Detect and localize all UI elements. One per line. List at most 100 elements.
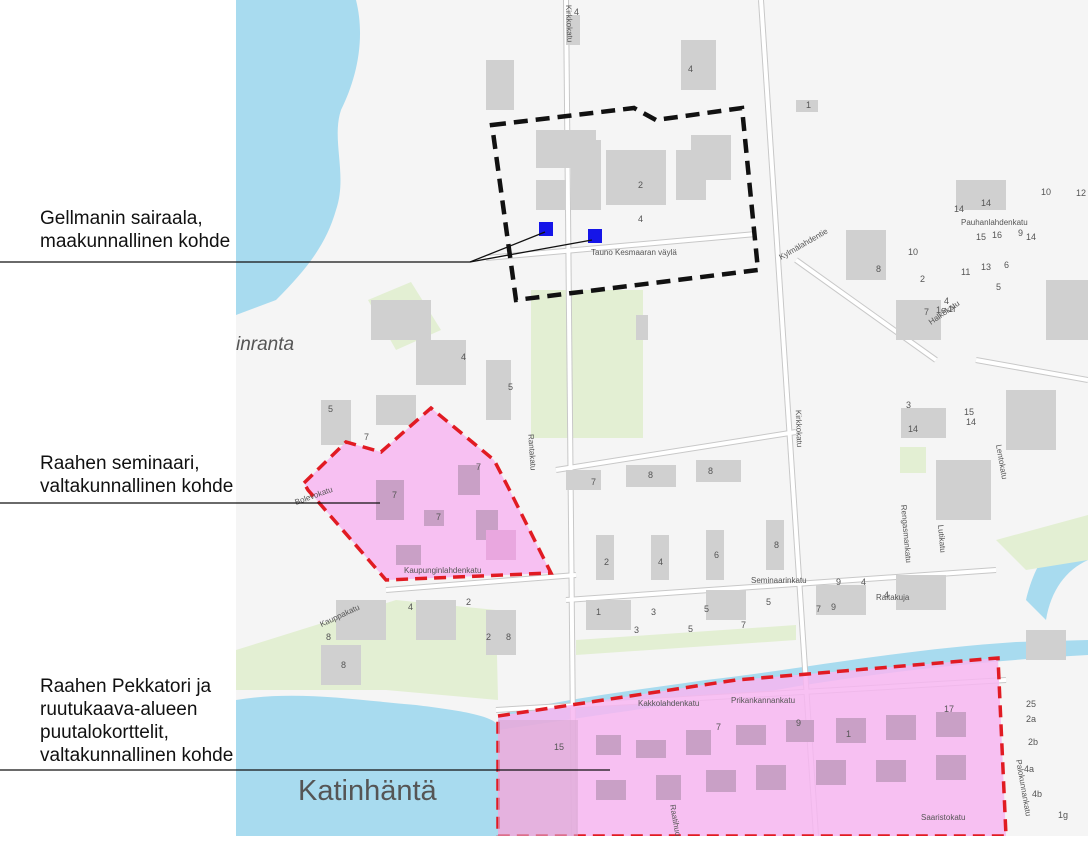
house-number: 7: [591, 477, 596, 487]
buildings-seminaari: [376, 465, 516, 565]
heritage-area-gellman[interactable]: [489, 105, 761, 303]
park-east: [996, 515, 1088, 570]
house-number: 1: [596, 607, 601, 617]
callout-line: maakunnallinen kohde: [40, 231, 231, 252]
house-number: 14: [908, 424, 918, 434]
house-number: 6: [1004, 260, 1009, 270]
house-number: 4a: [1024, 764, 1034, 774]
house-number: 9: [836, 577, 841, 587]
map-canvas: inranta Katinhäntä Tauno Kesmaaran väylä…: [236, 0, 1088, 841]
callout-seminaari: Raahen seminaari, valtakunnallinen kohde: [40, 452, 233, 498]
sea-katinhanta: [236, 695, 498, 836]
house-number: 3: [651, 607, 656, 617]
street-kaupunginlahdenkatu: Kaupunginlahdenkatu: [404, 566, 481, 575]
house-number: 17: [944, 704, 954, 714]
house-number: 4: [884, 590, 889, 600]
house-number: 1: [846, 729, 851, 739]
house-number: 5: [328, 404, 333, 414]
house-number: 14: [1026, 232, 1036, 242]
callout-line: ruutukaava-alueen: [40, 699, 198, 720]
house-number: 8: [506, 632, 511, 642]
house-number: 15: [976, 232, 986, 242]
callout-line: valtakunnallinen kohde: [40, 745, 234, 766]
house-number: 10: [1041, 187, 1051, 197]
street-rantakatu: Rantakatu: [526, 434, 538, 471]
house-number: 8: [708, 466, 713, 476]
house-number: 14: [981, 198, 991, 208]
house-number: 7: [436, 512, 441, 522]
house-number: 4: [574, 7, 579, 17]
house-number: 1g: [1058, 810, 1068, 820]
house-number: 15: [964, 407, 974, 417]
house-number: 8: [341, 660, 346, 670]
street-tauno: Tauno Kesmaaran väylä: [591, 248, 677, 257]
map-view[interactable]: inranta Katinhäntä Tauno Kesmaaran väylä…: [236, 0, 1088, 841]
house-number: 4: [408, 602, 413, 612]
street-raitakuja: Raitakuja: [876, 593, 910, 602]
house-number: 2: [638, 180, 643, 190]
house-number: 4: [944, 296, 949, 306]
buildings-pekkatori: [596, 712, 966, 800]
house-number: 1: [806, 100, 811, 110]
callout-line: puutalokorttelit,: [40, 722, 169, 743]
callout-line: Gellmanin sairaala,: [40, 208, 203, 229]
house-number: 2: [486, 632, 491, 642]
street-kakkolahdenkatu: Kakkolahdenkatu: [638, 699, 699, 708]
legend-panel: Gellmanin sairaala, maakunnallinen kohde…: [0, 0, 236, 836]
house-number: 2: [920, 274, 925, 284]
house-number: 9: [796, 718, 801, 728]
house-number: 11: [961, 267, 970, 277]
pekkatori-square: [498, 720, 578, 836]
street-saaristokatu: Saaristokatu: [921, 813, 965, 822]
house-number: 7: [924, 307, 929, 317]
house-number: 1e: [936, 305, 946, 315]
house-number: 8: [774, 540, 779, 550]
house-number: 2b: [1028, 737, 1038, 747]
house-number: 14: [954, 204, 964, 214]
house-number: 10: [908, 247, 918, 257]
house-number: 9: [1018, 228, 1023, 238]
street-seminaarinkatu: Seminaarinkatu: [751, 576, 807, 585]
house-number: 4: [638, 214, 643, 224]
street-kirkkokatu-north: Kirkkokatu: [564, 5, 574, 43]
house-number: 16: [992, 230, 1002, 240]
street-lutikatu: Lutikatu: [936, 524, 947, 553]
sports-field: [531, 290, 643, 438]
street-pauhanlahdenkatu: Pauhanlahdenkatu: [961, 218, 1028, 227]
house-number: 1f: [948, 304, 956, 314]
buildings-hospital: [536, 130, 731, 210]
area-label-inranta: inranta: [236, 334, 294, 355]
house-number: 8: [326, 632, 331, 642]
house-number: 3: [634, 625, 639, 635]
canal-park: [576, 625, 796, 655]
marker-gellman-2[interactable]: [588, 229, 602, 243]
house-number: 14: [966, 417, 976, 427]
house-number: 9: [831, 602, 836, 612]
house-number: 8: [648, 470, 653, 480]
house-number: 15: [554, 742, 564, 752]
house-number: 4: [688, 64, 693, 74]
house-number: 4b: [1032, 789, 1042, 799]
house-number: 4: [658, 557, 663, 567]
house-number: 5: [704, 604, 709, 614]
callout-pekkatori: Raahen Pekkatori ja ruutukaava-alueen pu…: [40, 675, 233, 767]
marker-gellman-1[interactable]: [539, 222, 553, 236]
house-number: 5: [508, 382, 513, 392]
callout-line: Raahen Pekkatori ja: [40, 676, 212, 697]
house-number: 4: [861, 577, 866, 587]
street-prikankannankatu: Prikankannankatu: [731, 696, 795, 705]
house-number: 5: [996, 282, 1001, 292]
house-number: 7: [392, 490, 397, 500]
park-square: [900, 447, 926, 473]
house-number: 25: [1026, 699, 1036, 709]
buildings-generic: [321, 15, 1088, 685]
house-number: 5: [766, 597, 771, 607]
house-number: 7: [816, 604, 821, 614]
house-number: 7: [476, 462, 481, 472]
house-number: 4: [461, 352, 466, 362]
house-number: 8: [876, 264, 881, 274]
house-number: 2: [466, 597, 471, 607]
house-number: 5: [688, 624, 693, 634]
house-number: 7: [716, 722, 721, 732]
